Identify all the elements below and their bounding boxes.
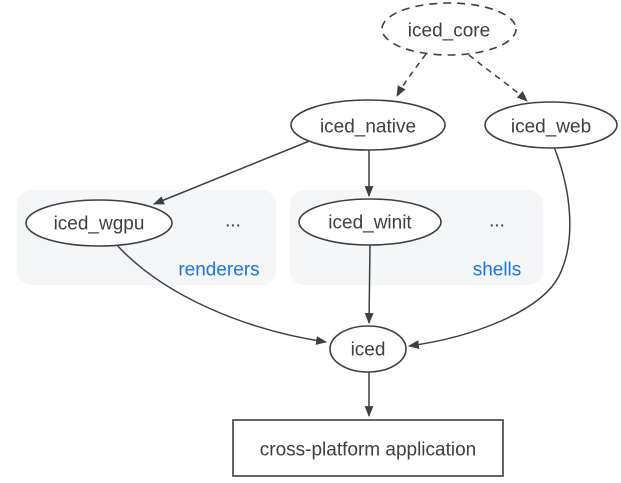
node-iced	[329, 325, 407, 373]
node-label-application: cross-platform application	[260, 440, 476, 461]
node-label-iced-web: iced_web	[511, 117, 591, 138]
edge-iced-core-to-iced-native	[396, 53, 427, 97]
shells-group-label: shells	[473, 260, 522, 281]
shells-ellipsis: ...	[489, 211, 505, 232]
node-iced-web	[484, 101, 618, 149]
edge-iced-native-to-iced-wgpu	[152, 139, 313, 205]
node-label-iced-native: iced_native	[320, 117, 416, 138]
node-iced-wgpu	[25, 199, 173, 247]
node-label-iced-core: iced_core	[408, 21, 490, 42]
node-iced-core	[381, 2, 517, 56]
edge-iced-core-to-iced-web	[468, 54, 528, 102]
node-label-iced: iced	[351, 340, 386, 361]
renderers-group-label: renderers	[178, 260, 259, 281]
renderers-ellipsis: ...	[225, 211, 241, 232]
edge-iced-web-to-iced	[407, 146, 571, 349]
edge-iced-winit-to-iced	[364, 244, 374, 325]
node-iced-native	[290, 99, 446, 151]
node-application-box	[232, 419, 504, 477]
node-label-iced-winit: iced_winit	[328, 213, 412, 234]
edge-iced-wgpu-to-iced	[115, 243, 328, 345]
node-iced-winit	[298, 198, 442, 246]
node-label-iced-wgpu: iced_wgpu	[54, 214, 145, 235]
